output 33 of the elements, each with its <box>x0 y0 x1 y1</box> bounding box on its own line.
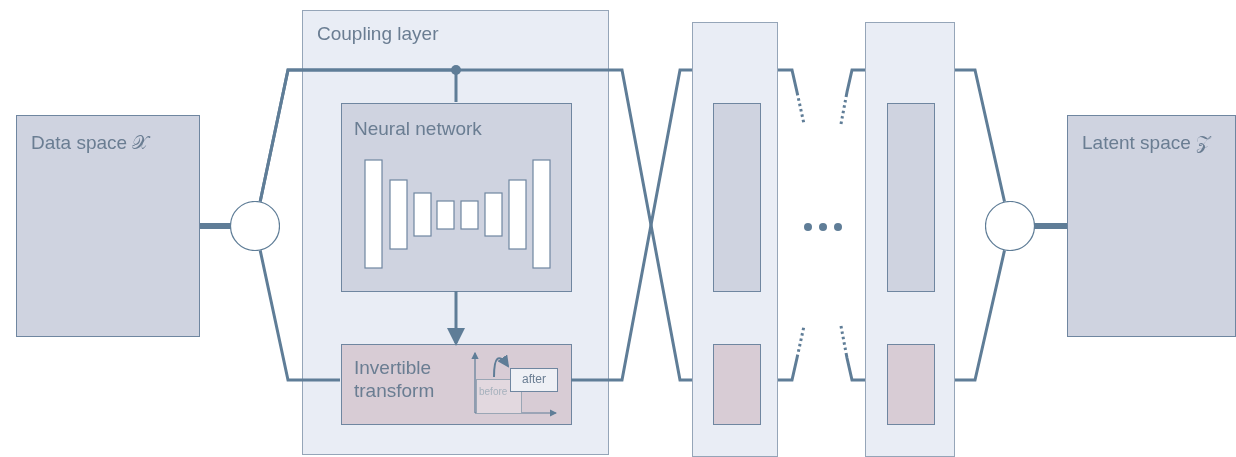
node-title: Invertible transform <box>354 357 436 403</box>
layer-panel <box>865 22 955 457</box>
node-title: Data space 𝒳 <box>31 132 149 155</box>
data-space-box <box>1067 115 1236 337</box>
connector-line <box>778 325 806 382</box>
transform-box <box>341 344 572 425</box>
coupling-layer-panel <box>302 10 609 455</box>
node-title: Neural network <box>354 118 482 141</box>
connector-line <box>955 250 1006 382</box>
transform-block <box>887 344 935 425</box>
node-title: Latent space 𝒵 <box>1082 132 1211 155</box>
after-box <box>510 368 558 392</box>
network-block <box>887 103 935 292</box>
layer-panel <box>692 22 778 457</box>
connector-line <box>839 325 865 382</box>
node-title: Coupling layer <box>317 23 439 46</box>
connector-line <box>258 68 692 382</box>
connector-line <box>200 223 230 229</box>
connector-line <box>839 68 865 125</box>
connector-line <box>778 68 806 125</box>
connector-line <box>447 291 465 346</box>
neural-network-box <box>341 103 572 292</box>
axis-label: before <box>479 386 508 398</box>
axis-label: after <box>522 372 546 387</box>
data-space-box <box>16 115 200 337</box>
transform-block <box>713 344 761 425</box>
connector-line <box>258 250 340 382</box>
connector-line <box>493 354 510 378</box>
connector-line <box>955 68 1006 202</box>
connector-line <box>1035 223 1067 229</box>
network-block <box>713 103 761 292</box>
connector-line <box>571 68 692 382</box>
before-box <box>476 379 522 414</box>
